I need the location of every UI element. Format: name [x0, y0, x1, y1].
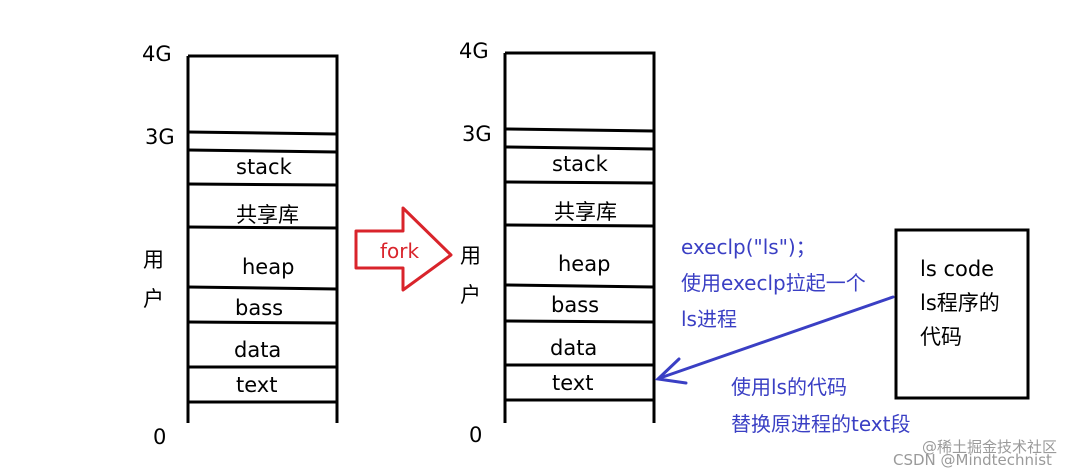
- right-label-3g: 3G: [462, 122, 492, 146]
- right-label-user-2: 户: [460, 283, 481, 307]
- ls-code-box-text: ls code ls程序的 代码: [920, 252, 1000, 354]
- replace-arrow: [654, 295, 895, 385]
- right-column-outline: [503, 51, 656, 423]
- exec-annotation-line-2: 使用execlp拉起一个: [681, 271, 866, 295]
- fork-label: fork: [380, 239, 420, 263]
- left-segment-heap: heap: [242, 255, 295, 279]
- right-label-0: 0: [469, 423, 483, 447]
- replace-annotation-line-1: 使用ls的代码: [731, 375, 847, 399]
- fork-arrow: [354, 206, 453, 292]
- left-segment-stack: stack: [236, 155, 292, 179]
- ls-code-box-line-2: ls程序的: [920, 291, 1000, 315]
- left-divider-bass: [187, 320, 338, 325]
- right-segment-bass: bass: [551, 293, 600, 317]
- ls-code-box-line-3: 代码: [920, 325, 962, 349]
- right-segment-shared-lib: 共享库: [554, 200, 617, 224]
- left-divider-stack-bottom: [187, 182, 338, 187]
- exec-annotation: execlp("ls")； 使用execlp拉起一个 ls进程: [681, 232, 866, 334]
- right-divider-stack-bottom: [504, 180, 655, 185]
- left-segment-shared-lib: 共享库: [236, 203, 299, 227]
- left-column-outline: [186, 54, 339, 423]
- exec-annotation-line-3: ls进程: [681, 307, 737, 331]
- left-divider-stack-top: [187, 148, 338, 154]
- watermark-csdn: CSDN @Mindtechnist: [893, 451, 1052, 469]
- right-segment-data: data: [550, 336, 598, 360]
- right-segment-stack: stack: [552, 152, 608, 176]
- left-divider-3g: [187, 130, 338, 136]
- right-divider-shared-lib: [504, 223, 655, 228]
- left-segment-bass: bass: [235, 296, 284, 320]
- right-label-4g: 4G: [459, 39, 489, 63]
- exec-annotation-line-1: execlp("ls")；: [681, 235, 816, 259]
- right-divider-heap: [504, 283, 655, 289]
- left-segment-text: text: [236, 373, 278, 397]
- ls-code-box: [894, 228, 1030, 400]
- right-memory-column: [503, 51, 656, 423]
- replace-annotation: 使用ls的代码 替换原进程的text段: [731, 372, 910, 439]
- right-divider-3g: [504, 127, 655, 133]
- replace-arrow-head: [654, 357, 688, 385]
- replace-arrow-shaft: [658, 295, 895, 380]
- ls-code-box-line-1: ls code: [920, 257, 995, 281]
- right-divider-bass: [504, 319, 655, 324]
- right-segment-heap: heap: [558, 252, 611, 276]
- right-label-user-1: 用: [460, 244, 481, 268]
- left-segment-data: data: [234, 338, 282, 362]
- left-divider-shared-lib: [187, 225, 338, 230]
- left-memory-column: [186, 54, 339, 423]
- right-divider-stack-top: [504, 145, 655, 151]
- left-divider-heap: [187, 285, 338, 291]
- replace-annotation-line-2: 替换原进程的text段: [731, 412, 911, 436]
- left-label-user-2: 户: [143, 287, 164, 311]
- left-label-4g: 4G: [142, 42, 172, 66]
- right-segment-text: text: [552, 371, 594, 395]
- left-label-3g: 3G: [145, 125, 175, 149]
- left-label-0: 0: [153, 425, 167, 449]
- watermark-juejin: @稀土掘金技术社区: [922, 438, 1058, 456]
- left-label-user-1: 用: [143, 248, 164, 272]
